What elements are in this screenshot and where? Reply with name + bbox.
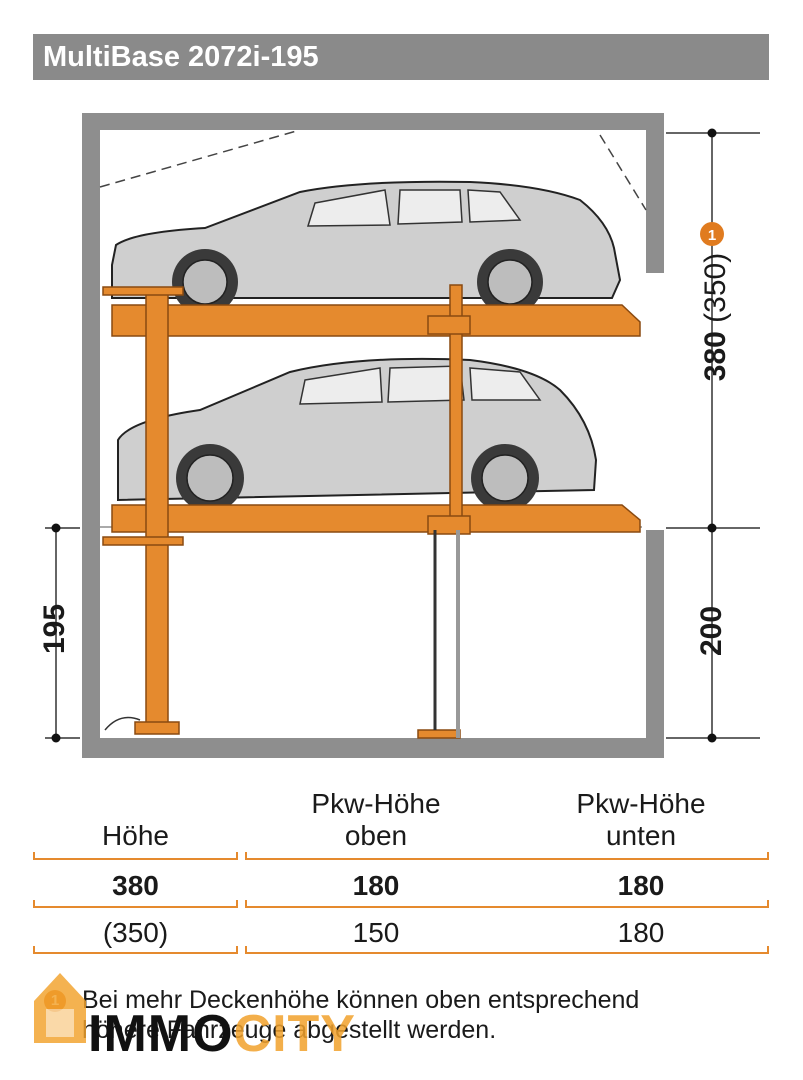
cable — [104, 716, 141, 731]
row2-oben: 150 — [352, 917, 400, 948]
lower-car — [117, 357, 598, 512]
dimension-points — [51, 128, 717, 743]
ceiling-dashed-lines — [99, 129, 647, 211]
row1-unten: 180 — [617, 870, 665, 901]
row1-hoehe: 380 — [112, 870, 159, 901]
header-pkw-oben-line2: oben — [344, 820, 408, 851]
footnote-text: Bei mehr Deckenhöhe können oben entsprec… — [82, 985, 772, 1045]
row2-unten: 180 — [617, 917, 665, 948]
header-pkw-oben-line1: Pkw-Höhe — [311, 788, 441, 819]
row1-rule-col23 — [245, 900, 769, 908]
header-pkw-oben: Pkw-Höhe oben — [245, 788, 507, 852]
row2-hoehe: (350) — [102, 917, 169, 948]
total-height-label: 380 (350) — [699, 237, 733, 397]
pit-depth-label: 195 — [38, 603, 71, 655]
row1-rule-col1 — [33, 900, 238, 908]
header-pkw-unten: Pkw-Höhe unten — [513, 788, 769, 852]
total-height-value: 380 — [699, 331, 732, 382]
total-height-alt-value: (350) — [699, 252, 732, 323]
header-pkw-unten-line1: Pkw-Höhe — [576, 788, 706, 819]
row2-rule-col1 — [33, 946, 238, 954]
row2-rule-col23 — [245, 946, 769, 954]
header-pkw-unten-line2: unten — [605, 820, 677, 851]
watermark-part1: IMMO — [88, 1005, 234, 1063]
garage-walls — [82, 113, 664, 758]
dimension-footnote-circle — [700, 222, 724, 246]
house-logo-icon — [34, 973, 86, 1043]
row1-oben: 180 — [352, 870, 400, 901]
watermark-logo: IMMOCITY — [88, 1004, 356, 1064]
header-rule-col1 — [33, 852, 238, 860]
footnote-line2: höhere Fahrzeuge abgestellt werden. — [82, 1016, 497, 1044]
lift-columns — [102, 284, 471, 739]
header-hoehe-text: Höhe — [102, 820, 169, 851]
upper-car — [111, 180, 622, 315]
header-rule-col23 — [245, 852, 769, 860]
watermark-part2: CITY — [233, 1005, 356, 1063]
parking-system-diagram: 1 — [45, 113, 760, 758]
lower-clearance-label: 200 — [695, 605, 728, 657]
header-hoehe: Höhe — [33, 820, 238, 852]
footnote-line1: Bei mehr Deckenhöhe können oben entsprec… — [82, 986, 640, 1014]
parking-platforms — [111, 304, 641, 533]
diagram-title: MultiBase 2072i-195 — [33, 34, 769, 80]
dimension-footnote-number: 1 — [708, 227, 716, 244]
